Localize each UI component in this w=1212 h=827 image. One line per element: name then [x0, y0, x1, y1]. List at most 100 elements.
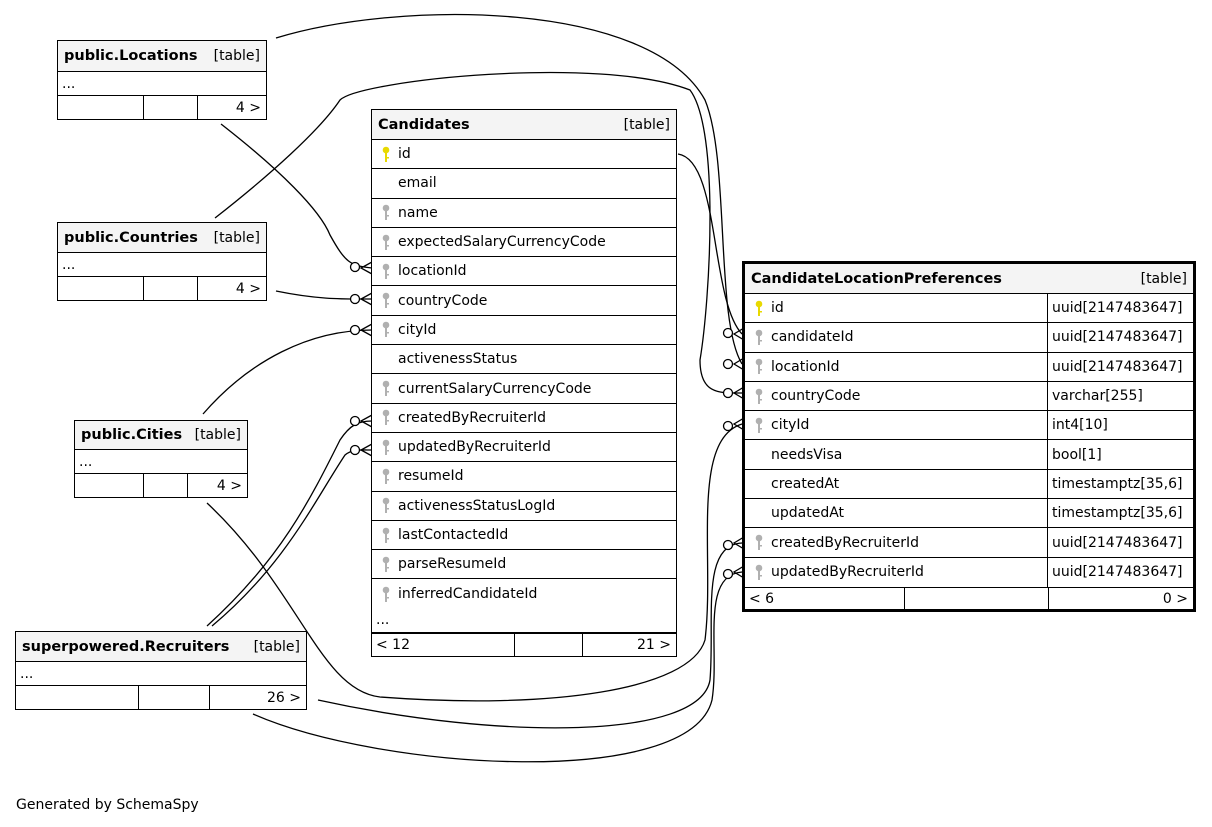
table-cities[interactable]: public.Cities [table] ... 4 >	[74, 420, 248, 498]
column-row[interactable]: cityId	[372, 316, 676, 346]
column-row[interactable]: countryCode	[372, 286, 676, 316]
table-header: public.Cities [table]	[75, 421, 247, 450]
foreign-key-icon	[378, 525, 394, 545]
column-row[interactable]: name	[372, 199, 676, 228]
generated-by-caption: Generated by SchemaSpy	[16, 797, 199, 813]
crowfoot-marker	[732, 327, 745, 341]
column-name: id	[398, 146, 411, 163]
ellipsis-row: ...	[75, 450, 247, 474]
no-key-spacer	[378, 349, 394, 369]
column-row[interactable]: createdByRecruiterId	[372, 404, 676, 433]
column-row[interactable]: cityId int4[10]	[745, 411, 1193, 441]
table-name: public.Countries	[64, 229, 198, 246]
table-name: superpowered.Recruiters	[22, 638, 230, 655]
foreign-key-icon	[751, 327, 767, 347]
children-count: 4 >	[216, 477, 242, 494]
column-row[interactable]: id	[372, 140, 676, 170]
column-row[interactable]: email	[372, 169, 676, 199]
children-count: 26 >	[267, 689, 301, 706]
link-locations-to-preferences	[275, 13, 743, 365]
column-name: updatedByRecruiterId	[771, 564, 924, 581]
cardinality-zero-marker	[722, 358, 734, 370]
foreign-key-icon	[378, 466, 394, 486]
column-name: activenessStatusLogId	[398, 497, 556, 514]
column-row[interactable]: locationId	[372, 257, 676, 287]
crowfoot-marker	[732, 417, 745, 431]
column-row[interactable]: lastContactedId	[372, 521, 676, 551]
column-row[interactable]: activenessStatus	[372, 345, 676, 375]
column-name: cityId	[771, 417, 810, 434]
cardinality-zero-marker	[349, 261, 361, 273]
foreign-key-icon	[378, 379, 394, 399]
table-footer: < 6 0 >	[745, 586, 1193, 610]
column-row[interactable]: resumeId	[372, 462, 676, 492]
column-name: id	[771, 300, 784, 317]
table-tag: [table]	[213, 229, 260, 246]
table-footer: 4 >	[58, 96, 266, 119]
crowfoot-marker	[732, 386, 745, 400]
children-count: 4 >	[235, 99, 261, 116]
foreign-key-icon	[378, 496, 394, 516]
column-row[interactable]: needsVisa bool[1]	[745, 440, 1193, 470]
children-count: 0 >	[1162, 590, 1188, 607]
crowfoot-marker	[732, 565, 745, 579]
table-recruiters[interactable]: superpowered.Recruiters [table] ... 26 >	[15, 631, 307, 710]
cardinality-zero-marker	[349, 324, 361, 336]
table-tag: [table]	[253, 638, 300, 655]
column-name: countryCode	[398, 292, 488, 309]
column-name: needsVisa	[771, 446, 843, 463]
column-name: updatedAt	[771, 505, 845, 522]
column-name: locationId	[771, 358, 840, 375]
column-type: int4[10]	[1047, 411, 1193, 440]
column-row[interactable]: expectedSalaryCurrencyCode	[372, 228, 676, 258]
foreign-key-icon	[378, 291, 394, 311]
column-name: activenessStatus	[398, 351, 518, 368]
no-key-spacer	[751, 503, 767, 523]
column-type: uuid[2147483647]	[1047, 352, 1193, 381]
table-header: Candidates [table]	[372, 110, 676, 140]
no-key-spacer	[751, 445, 767, 465]
column-row[interactable]: activenessStatusLogId	[372, 492, 676, 521]
table-header: public.Locations [table]	[58, 41, 266, 72]
column-row[interactable]: currentSalaryCurrencyCode	[372, 374, 676, 404]
column-type: uuid[2147483647]	[1047, 294, 1193, 323]
table-locations[interactable]: public.Locations [table] ... 4 >	[57, 40, 267, 120]
table-candidate-location-preferences[interactable]: CandidateLocationPreferences [table] id u…	[742, 261, 1196, 612]
table-name: public.Cities	[81, 427, 183, 443]
ellipsis-row: ...	[16, 662, 306, 686]
column-type: bool[1]	[1047, 440, 1193, 469]
column-name: parseResumeId	[398, 556, 507, 573]
column-row[interactable]: inferredCandidateId	[372, 579, 676, 608]
no-key-spacer	[378, 173, 394, 193]
table-footer: 4 >	[58, 277, 266, 300]
column-name: expectedSalaryCurrencyCode	[398, 234, 606, 251]
table-footer: 26 >	[16, 686, 306, 709]
column-name: createdAt	[771, 475, 840, 492]
crowfoot-marker	[732, 536, 745, 550]
table-header: CandidateLocationPreferences [table]	[745, 264, 1193, 294]
foreign-key-icon	[751, 415, 767, 435]
crowfoot-marker	[359, 323, 373, 337]
table-tag: [table]	[194, 427, 241, 443]
column-row[interactable]: id uuid[2147483647]	[745, 294, 1193, 324]
crowfoot-marker	[359, 292, 373, 306]
column-name: currentSalaryCurrencyCode	[398, 380, 592, 397]
crowfoot-marker	[359, 261, 373, 275]
column-name: cityId	[398, 321, 437, 338]
foreign-key-icon	[378, 261, 394, 281]
column-row[interactable]: locationId uuid[2147483647]	[745, 352, 1193, 382]
table-name: public.Locations	[64, 48, 198, 64]
cardinality-zero-marker	[722, 327, 734, 339]
column-row[interactable]: parseResumeId	[372, 550, 676, 580]
column-row[interactable]: updatedByRecruiterId	[372, 433, 676, 463]
ellipsis-row: ...	[58, 72, 266, 96]
table-countries[interactable]: public.Countries [table] ... 4 >	[57, 222, 267, 301]
